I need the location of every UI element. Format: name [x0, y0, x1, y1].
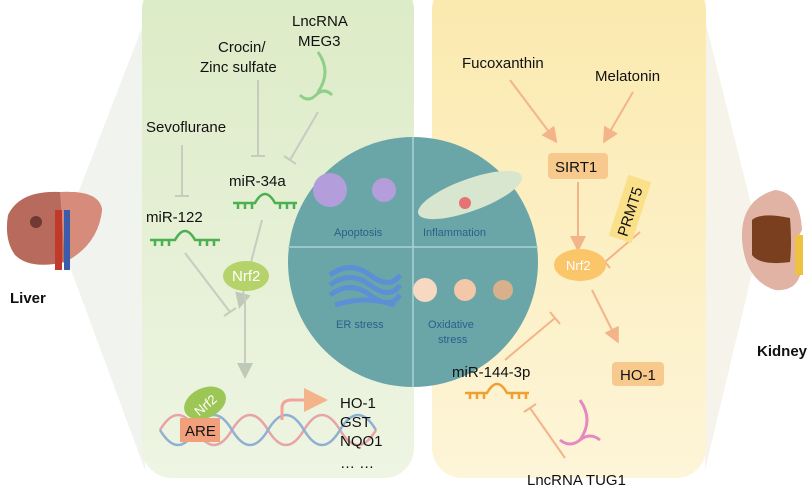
- inflammation-icon: [418, 170, 522, 220]
- er-stress-icon: [328, 265, 403, 308]
- kidney-fan: [705, 20, 760, 470]
- liver-fan: [60, 20, 145, 470]
- kidney-label: Kidney: [757, 343, 808, 360]
- mir144-label: miR-144-3p: [452, 364, 530, 381]
- mir122-label: miR-122: [146, 209, 203, 226]
- liver-label: Liver: [10, 290, 46, 307]
- target-more: … …: [340, 455, 374, 472]
- target-gst: GST: [340, 414, 371, 431]
- nrf2-kidney-label: Nrf2: [566, 258, 591, 273]
- oxidative-label-1: Oxidative: [428, 319, 474, 331]
- crocin-label-2: Zinc sulfate: [200, 59, 277, 76]
- kidney-icon: [741, 190, 803, 291]
- nrf2-node-liver: [223, 261, 269, 291]
- transcription-arrow: [280, 388, 328, 420]
- are-box: [180, 418, 220, 442]
- sevoflurane-label: Sevoflurane: [146, 119, 226, 136]
- prmt5-box: [608, 174, 652, 244]
- crocin-label-1: Crocin/: [218, 39, 266, 56]
- ho1-box: [612, 362, 664, 386]
- lncrna-meg3-icon: [298, 51, 334, 101]
- oxidative-label-2: stress: [438, 334, 468, 346]
- mir122-icon: [150, 229, 220, 246]
- fucoxanthin-label: Fucoxanthin: [462, 55, 544, 72]
- kidney-arrows: [504, 79, 641, 459]
- target-ho1: HO-1: [340, 395, 376, 412]
- melatonin-label: Melatonin: [595, 68, 660, 85]
- apoptosis-label: Apoptosis: [334, 227, 383, 239]
- meg3-label-2: MEG3: [298, 33, 341, 50]
- apoptosis-icon: [313, 173, 347, 207]
- mir34a-label: miR-34a: [229, 173, 286, 190]
- nrf2-liver-label: Nrf2: [232, 268, 260, 285]
- are-label: ARE: [185, 423, 216, 440]
- cellular-damage-circle: [288, 137, 538, 387]
- liver-icon: [6, 191, 102, 270]
- target-nqo1: NQO1: [340, 433, 383, 450]
- ho1-label: HO-1: [620, 367, 656, 384]
- tug1-label: LncRNA TUG1: [527, 472, 626, 489]
- lncrna-tug1-icon: [559, 399, 601, 446]
- er-stress-label: ER stress: [336, 319, 384, 331]
- nrf2-node-kidney: [554, 249, 606, 281]
- mir34a-icon: [233, 192, 297, 209]
- kidney-panel: [432, 0, 706, 478]
- mir144-icon: [465, 382, 529, 399]
- inflammation-label: Inflammation: [423, 227, 486, 239]
- meg3-label-1: LncRNA: [292, 13, 348, 30]
- sirt1-box: [548, 153, 608, 179]
- sirt1-label: SIRT1: [555, 159, 597, 176]
- nrf2-bound-node: [184, 386, 226, 420]
- oxidative-stress-icon: [413, 278, 437, 302]
